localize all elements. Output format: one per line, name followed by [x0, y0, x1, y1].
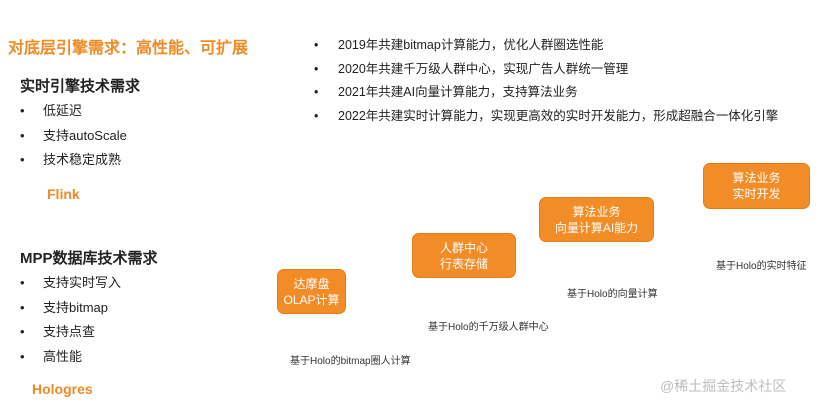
bullet-icon: •: [20, 275, 25, 290]
stage-caption: 基于Holo的实时特征: [716, 261, 807, 272]
bullet-icon: •: [20, 348, 25, 364]
stage-box-dharma-olap: 达摩盘 OLAP计算: [277, 269, 346, 314]
stage-caption: 基于Holo的千万级人群中心: [428, 322, 549, 333]
bullet-icon: •: [314, 61, 319, 76]
flink-brand: Flink: [47, 186, 80, 202]
watermark: @稀土掘金技术社区: [660, 378, 787, 394]
bullet-icon: •: [20, 299, 25, 315]
bullet-icon: •: [20, 103, 25, 118]
stage-title: 人群中心: [439, 240, 488, 255]
stage-title: 算法业务: [572, 204, 621, 219]
stage-subtitle: 行表存储: [439, 256, 488, 271]
hologres-brand: Hologres: [32, 381, 93, 397]
bullet-icon: •: [314, 38, 319, 52]
bullet-icon: •: [20, 152, 25, 167]
stage-box-crowd-center: 人群中心 行表存储: [412, 233, 516, 278]
page-title: 对底层引擎需求：高性能、可扩展: [8, 40, 249, 57]
bullet-icon: •: [314, 108, 319, 123]
stage-title: 算法业务: [732, 171, 781, 185]
bullet-icon: •: [20, 324, 25, 339]
stage-subtitle: 实时开发: [732, 187, 781, 201]
bullet-icon: •: [20, 127, 25, 143]
stage-title: 达摩盘: [293, 276, 330, 291]
stage-box-realtime-dev: 算法业务 实时开发: [703, 163, 810, 209]
stage-subtitle: 向量计算AI能力: [554, 220, 639, 235]
mpp-heading: MPP数据库技术需求: [20, 250, 158, 267]
stage-subtitle: OLAP计算: [283, 292, 340, 307]
realtime-heading: 实时引擎技术需求: [20, 78, 141, 95]
bullet-icon: •: [314, 85, 319, 99]
stage-caption: 基于Holo的bitmap圈人计算: [290, 356, 411, 367]
stage-caption: 基于Holo的向量计算: [567, 289, 658, 300]
stage-box-vector-ai: 算法业务 向量计算AI能力: [539, 197, 654, 242]
